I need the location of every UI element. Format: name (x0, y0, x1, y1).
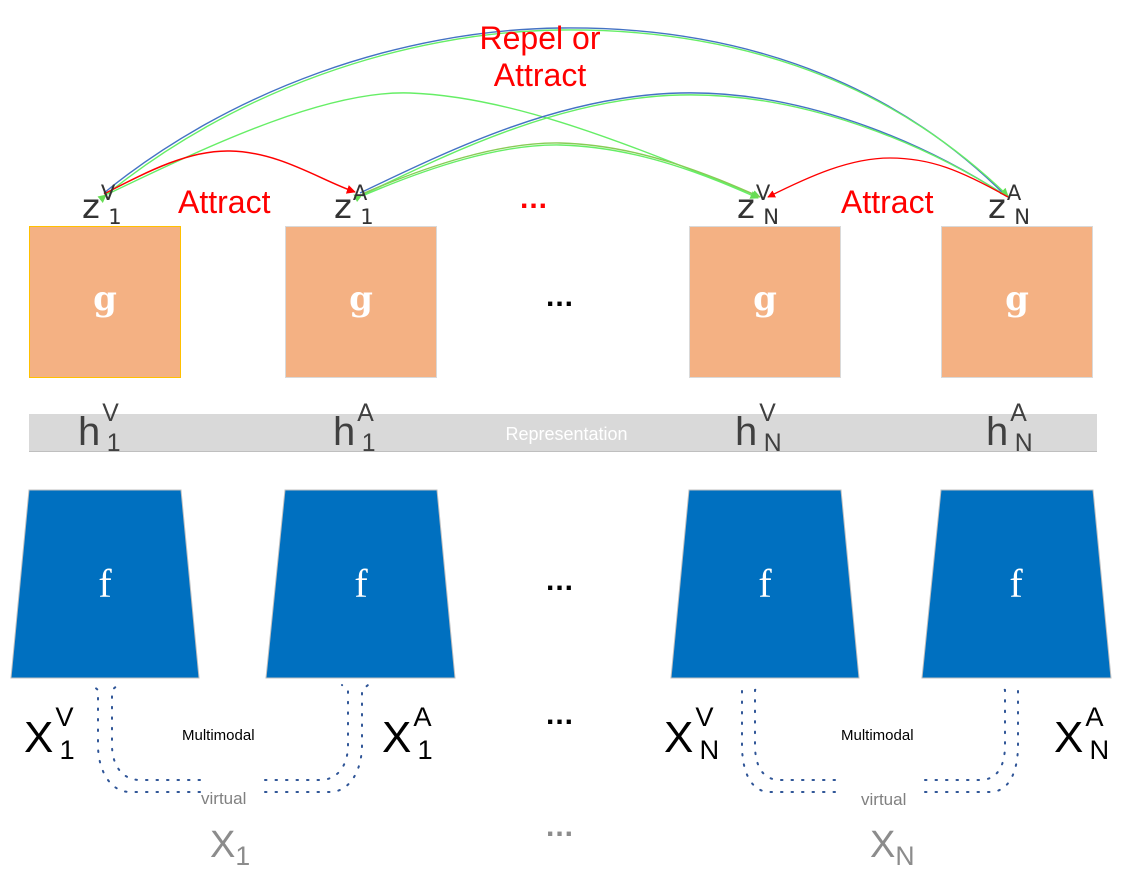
connector-inner-1a (264, 684, 349, 781)
encoder-1a[interactable] (265, 489, 456, 679)
arc-z1a-znA-green (353, 94, 1009, 203)
representation-label: Representation (505, 424, 628, 444)
red-ellipsis: ... (520, 182, 549, 215)
connector-inner-na (924, 684, 1006, 781)
h-label-1v: hV1 (78, 400, 121, 458)
virtual-input-x1: X1 (210, 824, 251, 871)
attract-label-left: Attract (178, 184, 271, 220)
projection-head-label: g (1005, 279, 1029, 319)
virtual-label-n: virtual (861, 790, 907, 809)
connector-outer-na (924, 684, 1025, 793)
input-x-1v: XV1 (24, 701, 75, 765)
attract-arc-1 (103, 150, 356, 195)
encoder-ellipsis: ... (546, 564, 575, 597)
encoder-na[interactable] (921, 489, 1112, 679)
h-label-1a: hA1 (333, 400, 376, 458)
arc-z1a-znv-2 (361, 144, 759, 199)
connector-inner-nv (754, 684, 836, 781)
encoder-1v[interactable] (10, 489, 200, 679)
multimodal-label-n: Multimodal (841, 727, 914, 744)
z-label-nv: zVN (737, 180, 780, 229)
projection-head-1a[interactable]: g (285, 226, 437, 378)
encoder-label: f (758, 561, 772, 606)
representation-bar (29, 414, 1097, 452)
input-ellipsis: ... (546, 698, 575, 731)
z-label-1a: zA1 (334, 180, 374, 229)
projection-head-1v[interactable]: g (29, 226, 181, 378)
arc-z1a-znv (361, 142, 761, 198)
z-label-na: zAN (988, 180, 1031, 229)
arc-z1v-znA-green (97, 29, 1009, 204)
input-x-nv: XVN (664, 701, 720, 765)
h-label-na: hAN (986, 400, 1033, 458)
connector-outer-1a (264, 684, 369, 793)
encoder-label: f (354, 561, 368, 606)
head-ellipsis: ... (546, 280, 575, 313)
contrastive-arcs (97, 27, 1009, 204)
encoder-nv[interactable] (670, 489, 860, 679)
projection-head-label: g (93, 279, 117, 319)
virtual-ellipsis: ... (546, 810, 575, 843)
projection-head-label: g (349, 279, 373, 319)
input-x-1a: XA1 (382, 701, 433, 765)
h-label-nv: hVN (735, 400, 782, 458)
arc-z1v-znv (107, 92, 761, 199)
encoder-label: f (1009, 561, 1023, 606)
input-x-na: XAN (1054, 701, 1110, 765)
encoder-label: f (98, 561, 112, 606)
projection-head-label: g (753, 279, 777, 319)
projection-head-na[interactable]: g (941, 226, 1093, 378)
attract-arc-n (767, 157, 1009, 198)
attract-label-right: Attract (841, 184, 934, 220)
multimodal-label-1: Multimodal (182, 727, 255, 744)
arc-z1a-znA-blue (359, 92, 1007, 197)
projection-head-nv[interactable]: g (689, 226, 841, 378)
virtual-input-xn: XN (870, 824, 915, 871)
repel-or-attract-label: Repel or Attract (479, 20, 601, 93)
connector-outer-nv (735, 684, 836, 793)
arc-z1v-znA-blue (103, 27, 1007, 197)
virtual-label-1: virtual (201, 789, 247, 808)
z-label-1v: zV1 (82, 180, 122, 229)
